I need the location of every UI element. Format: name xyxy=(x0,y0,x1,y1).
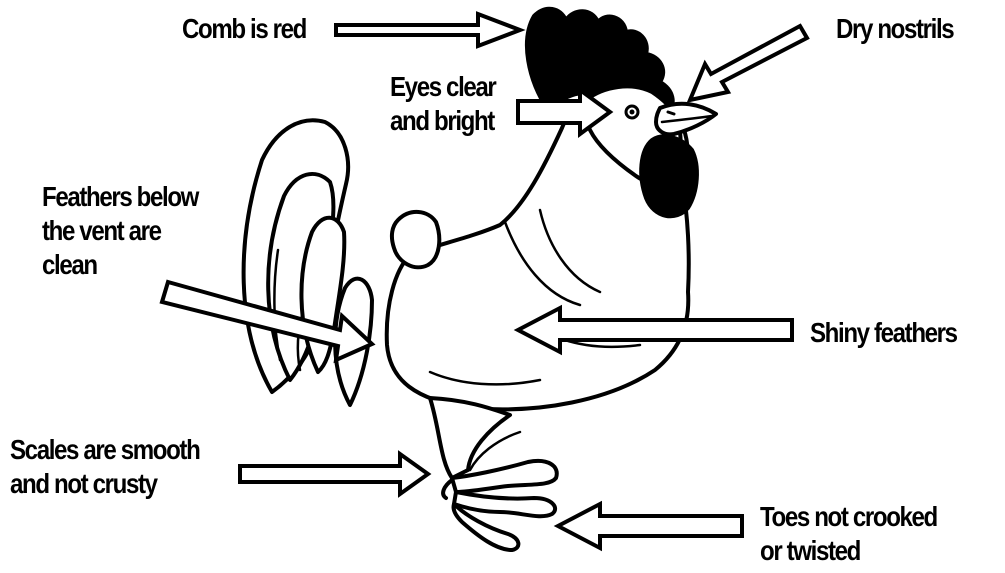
arrow-toes xyxy=(558,504,742,548)
label-nostrils: Dry nostrils xyxy=(836,12,953,46)
label-vent-line-3: clean xyxy=(42,248,198,282)
label-feathers: Shiny feathers xyxy=(810,316,957,350)
wattle xyxy=(641,136,697,216)
arrow-nostrils xyxy=(690,26,807,100)
label-vent-line-1: Feathers below xyxy=(42,180,198,214)
tail-feathers xyxy=(244,120,372,405)
label-vent-line-2: the vent are xyxy=(42,214,198,248)
label-vent: Feathers below the vent are clean xyxy=(42,180,198,282)
label-toes-line-2: or twisted xyxy=(760,534,937,568)
label-eyes: Eyes clear and bright xyxy=(390,70,495,138)
label-scales-line-1: Scales are smooth xyxy=(10,433,199,467)
wing xyxy=(392,212,439,267)
label-scales-line-2: and not crusty xyxy=(10,467,199,501)
leg xyxy=(430,398,510,478)
label-eyes-line-2: and bright xyxy=(390,104,495,138)
label-toes: Toes not crooked or twisted xyxy=(760,500,937,568)
arrow-scales xyxy=(240,454,428,494)
arrow-comb xyxy=(336,14,520,46)
label-comb: Comb is red xyxy=(182,12,306,46)
label-toes-line-1: Toes not crooked xyxy=(760,500,937,534)
label-eyes-line-1: Eyes clear xyxy=(390,70,495,104)
label-scales: Scales are smooth and not crusty xyxy=(10,433,199,501)
